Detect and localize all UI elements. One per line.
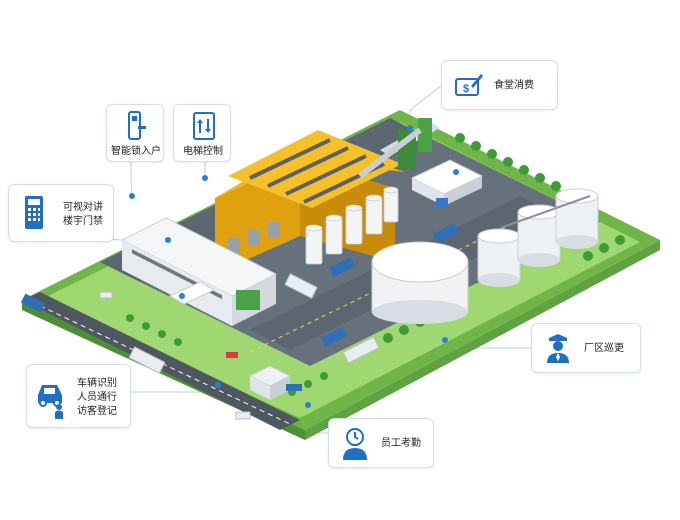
callout-employee-attendance[interactable]: 员工考勤	[328, 418, 434, 468]
callout-canteen-payment[interactable]: $ 食堂消费	[441, 60, 558, 110]
intercom-panel-icon	[25, 196, 43, 229]
office-building	[120, 217, 278, 326]
vehicles	[20, 223, 459, 420]
conveyor-tower	[358, 118, 440, 179]
svg-text:$: $	[463, 83, 469, 95]
callout-label-intercom-line1: 可视对讲	[63, 202, 103, 213]
callout-factory-patrol[interactable]: 厂区巡更	[531, 323, 641, 373]
vehicle-person-icon	[38, 385, 63, 419]
callout-label-canteen: 食堂消费	[494, 80, 534, 91]
storage-tanks	[477, 188, 599, 287]
warehouse-building	[215, 130, 405, 274]
elevator-icon	[193, 112, 215, 140]
fuel-station	[410, 159, 484, 208]
callout-smart-lock[interactable]: 智能锁入户	[106, 104, 164, 162]
gatehouse	[248, 365, 292, 400]
dome-tank	[371, 241, 469, 324]
callout-label-elevator: 电梯控制	[183, 146, 223, 157]
callout-intercom-access[interactable]: 可视对讲 楼宇门禁	[8, 184, 114, 242]
callout-label-vehicle-line2: 人员通行	[77, 392, 117, 403]
callout-label-vehicle-line3: 访客登记	[77, 406, 117, 417]
callout-label-smart-lock: 智能锁入户	[111, 146, 161, 157]
callout-label-vehicle-line1: 车辆识别	[77, 378, 117, 389]
smart-lock-icon	[128, 111, 146, 140]
callout-label-attendance: 员工考勤	[381, 438, 421, 449]
canteen-payment-icon: $	[455, 74, 483, 96]
clock-person-icon	[343, 428, 367, 460]
hotspot-markers	[129, 125, 459, 408]
callout-vehicle-recognition[interactable]: 车辆识别 人员通行 访客登记	[26, 364, 131, 428]
callout-elevator-control[interactable]: 电梯控制	[173, 104, 231, 162]
security-guard-icon	[547, 334, 569, 363]
callout-label-intercom-line2: 楼宇门禁	[63, 216, 103, 227]
callout-label-patrol: 厂区巡更	[584, 343, 624, 354]
silo-row	[305, 186, 399, 265]
